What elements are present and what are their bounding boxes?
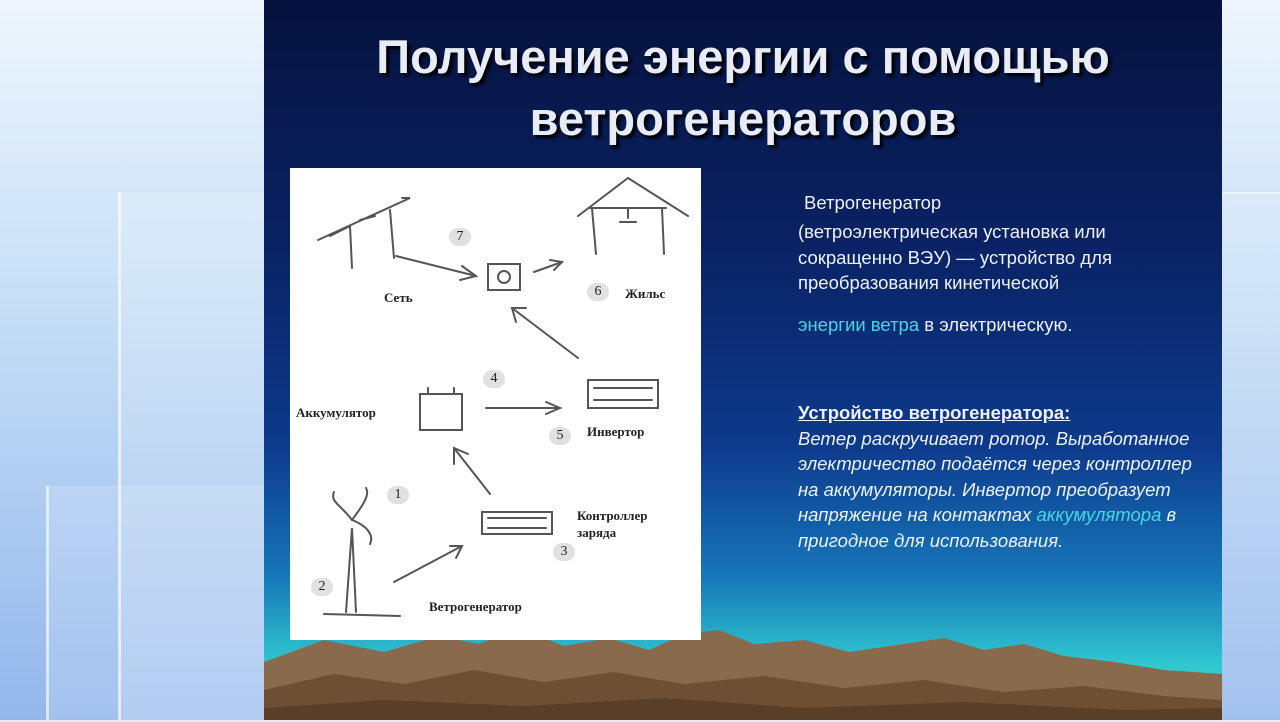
definition-tail: в электрическую. bbox=[924, 314, 1073, 335]
step-number: 6 bbox=[587, 283, 609, 301]
wind-generator-diagram: Сеть Жильс Аккумулятор Инвертор Контролл… bbox=[290, 168, 701, 640]
device-section: Устройство ветрогенератора: Ветер раскру… bbox=[798, 400, 1208, 553]
diagram-drawing bbox=[317, 176, 689, 617]
decorative-step bbox=[1222, 192, 1280, 722]
device-body: Ветер раскручивает ротор. Выработанное э… bbox=[798, 427, 1192, 526]
decorative-step bbox=[46, 486, 267, 720]
step-number: 4 bbox=[483, 370, 505, 388]
label-generator: Ветрогенератор bbox=[429, 599, 522, 614]
mountains-illustration bbox=[264, 628, 1222, 720]
label-housing: Жильс bbox=[625, 286, 666, 301]
step-number: 5 bbox=[549, 427, 571, 445]
title-line-2: ветрогенераторов bbox=[529, 92, 957, 145]
device-heading: Устройство ветрогенератора: bbox=[798, 402, 1071, 423]
slide: Получение энергии с помощью ветрогенерат… bbox=[264, 0, 1222, 720]
device-highlight: аккумулятора bbox=[1036, 504, 1162, 525]
device-tail: в пригодное для использования. bbox=[798, 504, 1177, 551]
label-grid: Сеть bbox=[384, 290, 413, 305]
label-battery: Аккумулятор bbox=[296, 405, 376, 420]
slide-title: Получение энергии с помощью ветрогенерат… bbox=[264, 26, 1222, 150]
label-controller: Контроллер bbox=[577, 508, 648, 523]
left-background-panel bbox=[0, 0, 267, 720]
label-controller-sub: заряда bbox=[577, 525, 617, 540]
step-number: 7 bbox=[449, 228, 471, 246]
definition-end: энергии ветра в электрическую. bbox=[798, 312, 1073, 338]
label-inverter: Инвертор bbox=[587, 424, 645, 439]
step-number: 2 bbox=[311, 578, 333, 596]
step-number: 3 bbox=[553, 543, 575, 561]
definition-term: Ветрогенератор bbox=[804, 192, 942, 213]
title-line-1: Получение энергии с помощью bbox=[376, 30, 1110, 83]
definition-highlight: энергии ветра bbox=[798, 314, 920, 335]
definition-body: (ветроэлектрическая установка или сокращ… bbox=[798, 221, 1112, 293]
right-background-panel bbox=[1222, 0, 1280, 722]
step-number: 1 bbox=[387, 486, 409, 504]
decorative-step bbox=[118, 192, 267, 720]
